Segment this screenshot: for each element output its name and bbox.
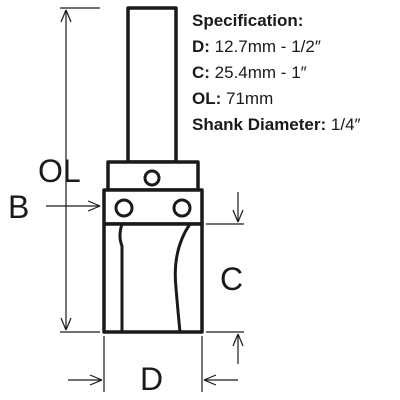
spec-cutting-length: C: 25.4mm - 1″: [192, 63, 307, 82]
spec-overall-length: OL: 71mm: [192, 89, 273, 108]
cutter-body: [102, 222, 204, 334]
b-label: B: [8, 189, 29, 225]
spec-diameter: D: 12.7mm - 1/2″: [192, 37, 321, 56]
cutter-flute-edge: [173, 222, 192, 334]
screw-upper: [143, 169, 161, 187]
c-label: C: [220, 261, 243, 297]
spec-shank-diameter: Shank Diameter: 1/4″: [192, 115, 361, 134]
specification-list: Specification: D: 12.7mm - 1/2″ C: 25.4m…: [192, 11, 361, 134]
cutter-flute: [118, 222, 124, 334]
d-label: D: [140, 361, 163, 397]
spec-heading: Specification:: [192, 11, 303, 30]
shank: [126, 6, 178, 164]
ol-label: OL: [38, 153, 81, 189]
screw-left: [114, 198, 134, 218]
screw-right: [172, 198, 192, 218]
